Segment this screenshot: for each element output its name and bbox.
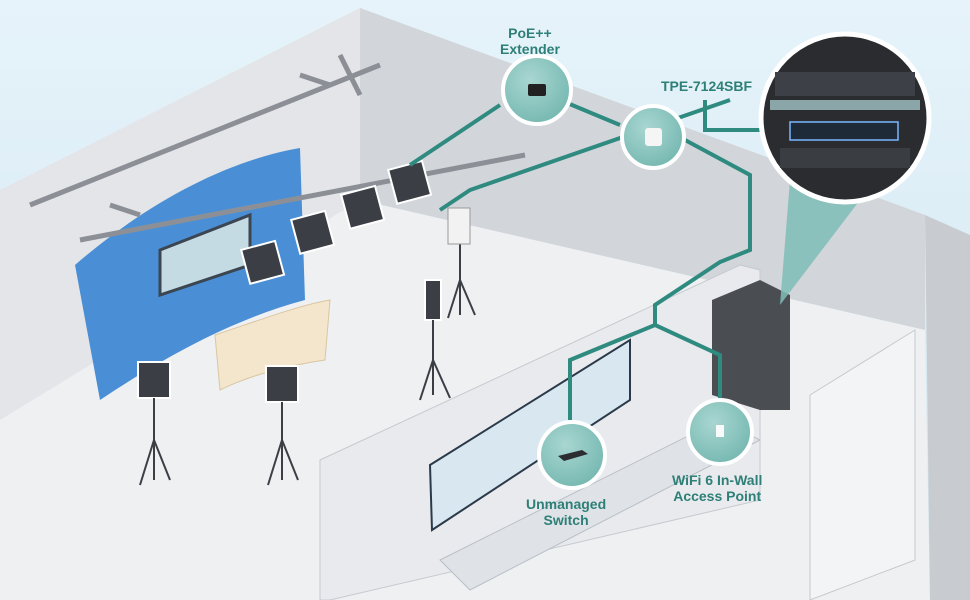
- access-point-device-icon: [645, 128, 662, 146]
- unmanaged-switch-label-line1: Unmanaged: [526, 496, 607, 512]
- callout-pointer: [780, 180, 860, 305]
- tpe-7124sbf-switch: [789, 121, 899, 141]
- ceiling-access-point-bubble[interactable]: [620, 104, 686, 170]
- unmanaged-switch-label-line2: Switch: [543, 512, 589, 528]
- inwall-ap-label: WiFi 6 In-Wall Access Point: [672, 472, 762, 504]
- server-room-wall: [809, 329, 916, 600]
- poe-extender-device-icon: [528, 84, 546, 96]
- right-wall: [925, 215, 970, 600]
- anchor-desk: [214, 299, 331, 391]
- unmanaged-switch-label: Unmanaged Switch: [526, 496, 606, 528]
- switch-device-icon: [558, 450, 588, 461]
- poe-extender-bubble[interactable]: [501, 54, 573, 126]
- patch-panel: [775, 72, 915, 96]
- server-rack: [712, 280, 790, 410]
- inwall-ap-device-icon: [716, 425, 724, 437]
- poe-extender-label-line2: Extender: [500, 41, 560, 57]
- wifi-ap-on-stand: [447, 207, 471, 245]
- switch-model-label: TPE-7124SBF: [661, 78, 753, 94]
- switch-rack-magnifier[interactable]: [758, 31, 932, 205]
- lighting-grid: [29, 53, 526, 243]
- inwall-ap-label-line2: Access Point: [673, 488, 762, 504]
- studio-lights: [137, 159, 442, 403]
- control-room-window: [428, 338, 631, 532]
- poe-extender-label-line1: PoE++: [508, 25, 552, 41]
- inwall-ap-bubble[interactable]: [686, 398, 754, 466]
- rack-unit: [780, 148, 910, 168]
- poe-extender-label: PoE++ Extender: [500, 25, 560, 57]
- inwall-ap-label-line1: WiFi 6 In-Wall: [672, 472, 763, 488]
- unmanaged-switch-bubble[interactable]: [537, 420, 607, 490]
- control-console: [439, 419, 762, 591]
- patch-panel-lights: [770, 100, 920, 110]
